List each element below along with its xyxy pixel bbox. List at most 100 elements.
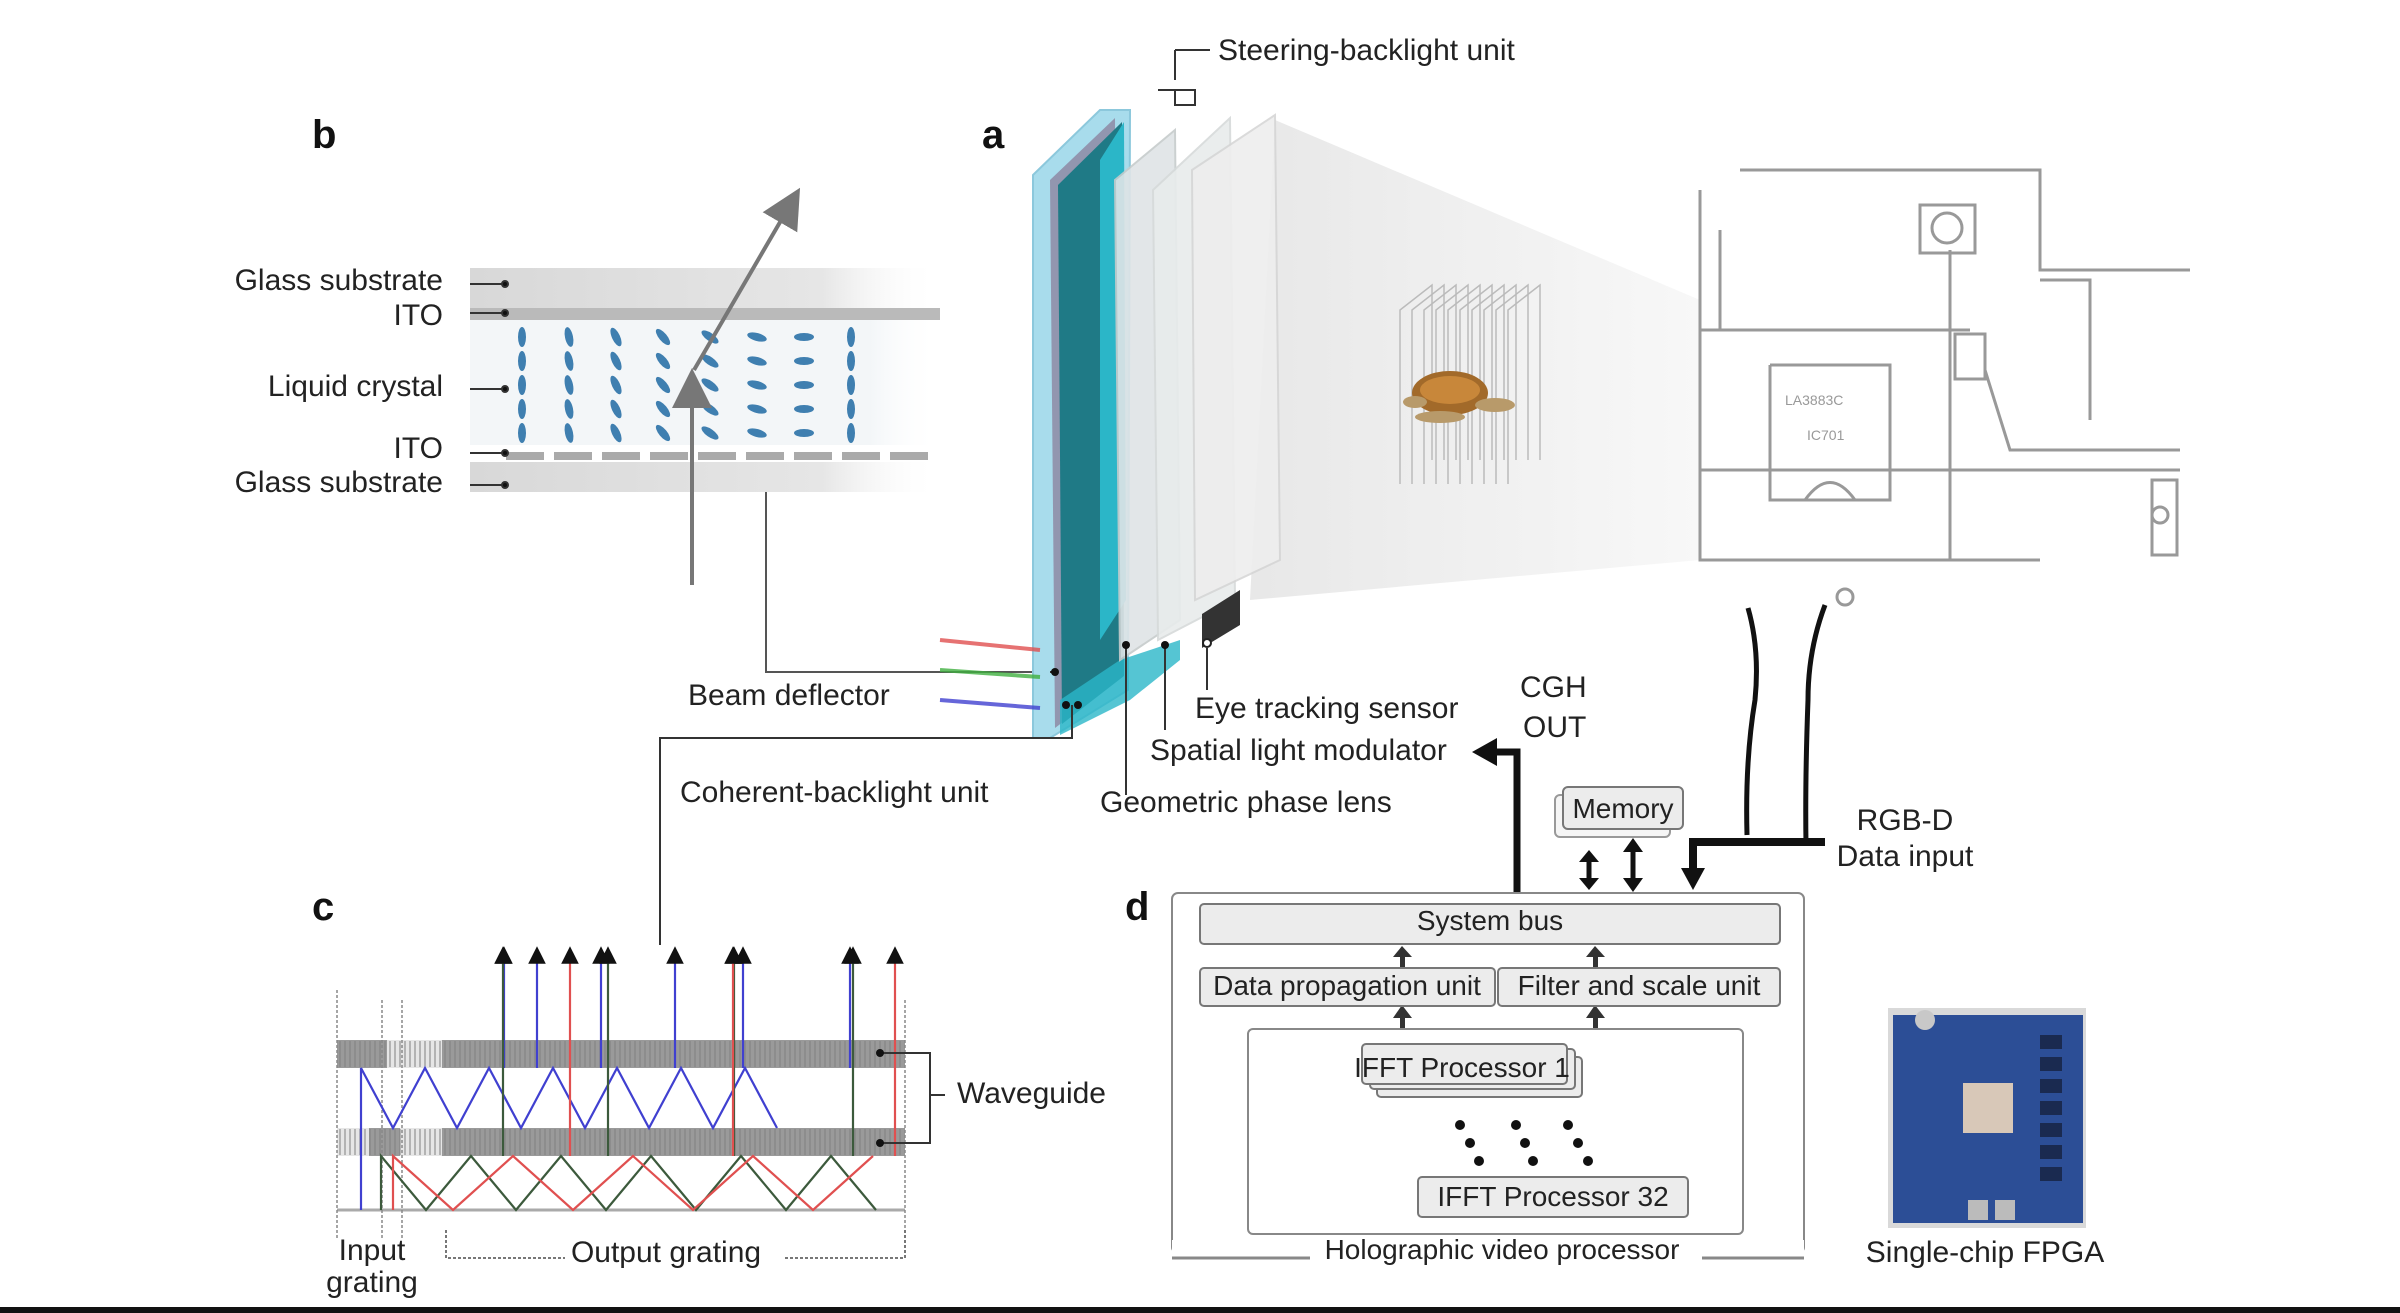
- label-beam-deflector: Beam deflector: [688, 679, 890, 712]
- label-glass-substrate-top: Glass substrate: [235, 264, 443, 297]
- lc-molecule: [794, 405, 814, 413]
- lc-molecule: [794, 333, 814, 341]
- turtle-hologram-image: [1403, 371, 1515, 423]
- fpga-memory-chip: [2040, 1057, 2062, 1071]
- ito-electrode: [554, 452, 592, 460]
- schematic-chip-part: LA3883C: [1785, 392, 1843, 408]
- ito-electrode: [746, 452, 784, 460]
- ito-electrode: [890, 452, 928, 460]
- bottom-border: [0, 1307, 2400, 1313]
- label-single-chip-fpga: Single-chip FPGA: [1866, 1236, 2104, 1269]
- fpga-memory-chip: [2040, 1079, 2062, 1093]
- data-propagation-unit-block: [1199, 967, 1496, 1007]
- lc-molecule: [610, 327, 622, 347]
- system-bus-block: [1199, 903, 1781, 945]
- fpga-board-image: [1888, 1008, 2086, 1228]
- hologram-plane: [1495, 283, 1529, 484]
- filter-scale-unit-block: [1497, 967, 1781, 1007]
- panel-label-d: d: [1125, 885, 1149, 929]
- lc-molecule: [564, 327, 574, 347]
- lc-molecule: [794, 429, 814, 437]
- label-out: OUT: [1523, 711, 1586, 744]
- label-output-grating: Output grating: [571, 1236, 761, 1269]
- ito-electrode: [602, 452, 640, 460]
- lc-molecule: [518, 423, 526, 443]
- fpga-memory-chip: [2040, 1145, 2062, 1159]
- panel-label-c: c: [312, 885, 334, 929]
- label-spatial-light-modulator: Spatial light modulator: [1150, 734, 1447, 767]
- circuit-schematic: [1698, 168, 2190, 607]
- lc-molecule: [847, 351, 855, 371]
- lc-molecule: [655, 376, 671, 394]
- label-cgh: CGH: [1520, 671, 1587, 704]
- lc-molecule: [847, 327, 855, 347]
- label-waveguide: Waveguide: [957, 1077, 1106, 1110]
- blue-beam: [939, 698, 1041, 710]
- ifft-processor-1-block: [1361, 1043, 1568, 1085]
- lc-molecule: [655, 352, 671, 370]
- ito-electrode: [842, 452, 880, 460]
- label-input: Input: [339, 1234, 406, 1267]
- red-beam: [939, 638, 1041, 652]
- lc-cell-diagram: [470, 187, 1055, 673]
- label-eye-tracking-sensor: Eye tracking sensor: [1195, 692, 1458, 725]
- liquid-crystal-molecules: [518, 327, 855, 443]
- green-beam: [939, 668, 1041, 679]
- lc-molecule: [610, 399, 622, 419]
- ifft-processor-32-block: [1417, 1176, 1689, 1218]
- waveguide-diagram: [336, 946, 945, 1259]
- label-holographic-video-processor: Holographic video processor: [1325, 1234, 1680, 1265]
- ito-electrode: [698, 452, 736, 460]
- lc-molecule: [701, 426, 719, 440]
- lc-molecule: [518, 351, 526, 371]
- holographic-display-stack: [939, 109, 1700, 739]
- label-liquid-crystal: Liquid crystal: [268, 370, 443, 403]
- cgh-out-arrowhead: [1472, 738, 1497, 766]
- label-steering-backlight-unit: Steering-backlight unit: [1218, 34, 1516, 67]
- data-cables: [1744, 604, 1828, 846]
- memory-label: Memory: [1572, 793, 1673, 824]
- label-ito-bottom: ITO: [394, 432, 443, 465]
- label-grating: grating: [326, 1266, 418, 1299]
- hologram-plane: [1399, 283, 1433, 484]
- cgh-out-wire: [1495, 748, 1521, 892]
- lc-molecule: [655, 424, 671, 442]
- lc-molecule: [564, 351, 574, 371]
- lc-molecule: [610, 351, 622, 371]
- lc-molecule: [747, 332, 767, 342]
- lc-molecule: [564, 375, 574, 395]
- lc-molecule: [610, 423, 622, 443]
- schematic-chip-label: IC701: [1807, 427, 1845, 443]
- label-ito-top: ITO: [394, 299, 443, 332]
- lc-molecule: [847, 423, 855, 443]
- internal-arrows: [1393, 946, 1605, 1037]
- ito-electrode: [650, 452, 688, 460]
- lc-molecule: [747, 380, 767, 390]
- panel-b-layer-labels: Glass substrate ITO Liquid crystal ITO G…: [235, 264, 509, 499]
- ito-electrode: [506, 452, 544, 460]
- memory-bus-arrows: [1586, 850, 1636, 880]
- rgbd-input-wire: [1689, 838, 1825, 872]
- lc-molecule: [655, 400, 671, 418]
- lc-molecule: [518, 327, 526, 347]
- lc-molecule: [847, 399, 855, 419]
- fpga-memory-chip: [2040, 1167, 2062, 1181]
- label-coherent-backlight-unit: Coherent-backlight unit: [680, 776, 989, 809]
- lc-molecule: [564, 399, 574, 419]
- fpga-memory-chip: [2040, 1101, 2062, 1115]
- label-rgbd: RGB-D: [1857, 804, 1954, 837]
- lc-molecule: [847, 375, 855, 395]
- deflected-ray-arrow: [692, 187, 801, 372]
- blue-ray: [359, 1065, 778, 1210]
- label-glass-substrate-bottom: Glass substrate: [235, 466, 443, 499]
- ito-bottom-electrodes: [506, 452, 928, 460]
- lc-molecule: [701, 330, 719, 344]
- lc-molecule: [747, 356, 767, 366]
- ito-electrode: [794, 452, 832, 460]
- data-propagation-unit-label: Data propagation unit: [1213, 970, 1481, 1001]
- label-geometric-phase-lens: Geometric phase lens: [1100, 786, 1392, 819]
- ellipsis-dots: [1455, 1120, 1593, 1166]
- lc-molecule: [518, 399, 526, 419]
- fpga-memory-chip: [2040, 1123, 2062, 1137]
- label-data-input: Data input: [1837, 840, 1974, 873]
